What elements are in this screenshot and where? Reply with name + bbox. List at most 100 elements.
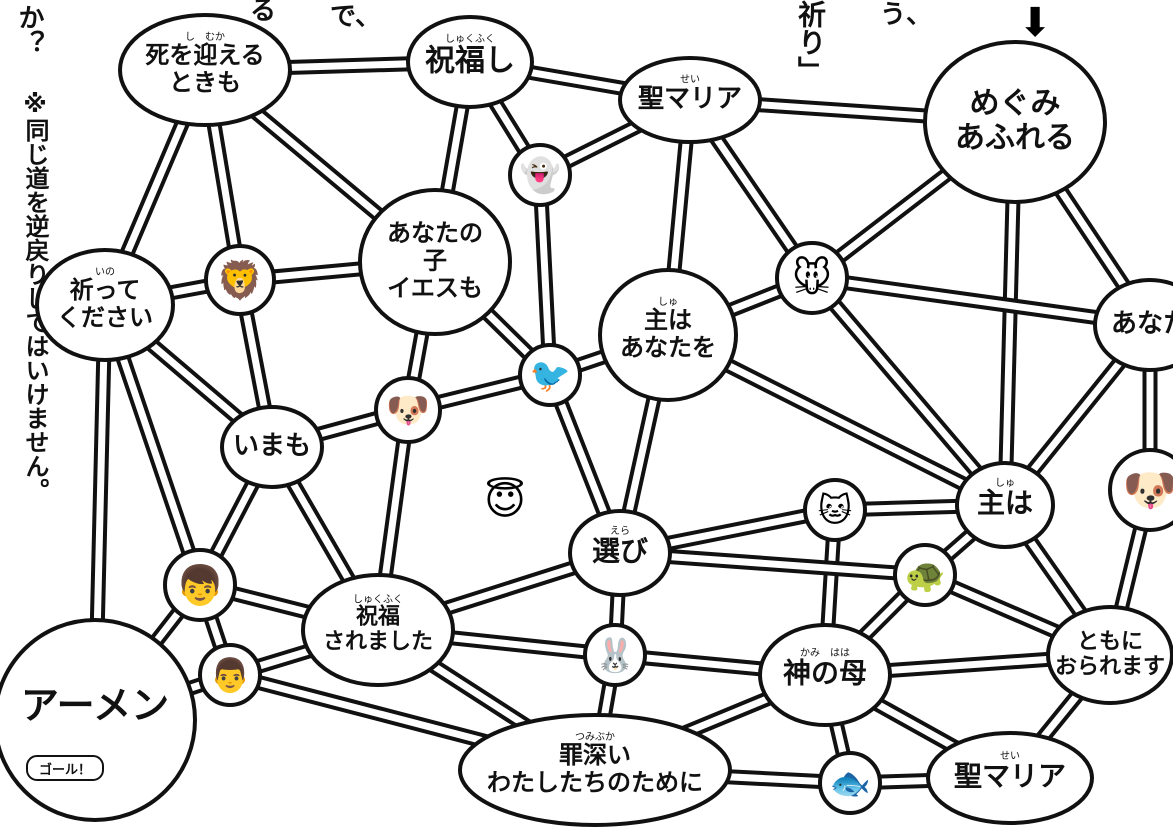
mouse-icon-glyph: 🐭 — [792, 255, 832, 301]
prayer-fragment: 祈り」 — [794, 0, 827, 84]
cat-icon-bubble — [803, 478, 867, 542]
cat-icon-glyph: 🐱 — [818, 490, 852, 529]
node-label: めぐみ — [970, 86, 1061, 121]
node-label: 死を迎える — [145, 41, 264, 69]
node-bubble — [618, 56, 762, 144]
fish-icon[interactable]: 🐟 — [818, 751, 882, 815]
node-label: 祈って — [70, 276, 141, 304]
lion-icon[interactable]: 🦁 — [204, 244, 276, 316]
top-fragment-b: で、 — [330, 2, 381, 32]
goal-badge-label: ゴール！ — [39, 762, 91, 778]
maze-nodes: し むか死を迎えるときもしゅくふく祝福しせい聖マリアめぐみあふれるあなたの子イエ… — [0, 13, 1173, 827]
node-bubble — [758, 623, 892, 727]
node-label: されました — [323, 630, 433, 655]
top-left-fragment: か？ — [14, 4, 44, 56]
node-label: ときも — [169, 68, 241, 96]
boy-icon[interactable]: 👦 — [163, 548, 237, 622]
man-icon-glyph: 👨 — [209, 655, 250, 694]
node-label: わたしたちのために — [487, 768, 703, 796]
bird-icon-glyph: 🐦 — [529, 355, 570, 394]
node-label: 聖マリア — [638, 84, 742, 114]
node-label: あふれる — [955, 121, 1075, 156]
mouse-icon[interactable]: 🐭 — [775, 241, 849, 315]
man-icon[interactable]: 👨 — [198, 643, 262, 707]
node-label: 選び — [592, 535, 648, 568]
node-ima-mo[interactable]: いまも — [220, 405, 324, 489]
turtle-icon[interactable]: 🐢 — [893, 543, 957, 607]
cat-icon[interactable]: 🐱 — [803, 478, 867, 542]
node-label: おられます — [1055, 655, 1165, 680]
maze-icons: 👻🦁🐶🐦😇🐭🐱🐢👦👨🐰🐟🐶⬇ — [163, 0, 1173, 815]
node-label: 主は — [644, 306, 692, 334]
node-bubble — [568, 509, 672, 597]
dog-right-icon-bubble — [1108, 448, 1173, 532]
node-ruby: せい — [680, 73, 700, 85]
node-bubble — [358, 188, 512, 336]
mouse-icon-bubble — [775, 241, 849, 315]
node-label: いまも — [233, 431, 311, 461]
turtle-icon-glyph: 🐢 — [904, 555, 945, 594]
node-bubble — [1093, 278, 1173, 372]
dog-icon[interactable]: 🐶 — [374, 376, 442, 444]
turtle-icon-bubble — [893, 543, 957, 607]
arrow-down-icon-glyph: ⬇ — [1018, 0, 1052, 46]
node-ruby: し むか — [185, 31, 225, 43]
node-bubble — [406, 15, 534, 109]
node-ruby: いの — [95, 267, 115, 278]
maze-path-mouse-icon-anata-right — [808, 274, 1154, 329]
right-fragment: う、 — [880, 0, 933, 30]
node-ruby: せい — [1000, 750, 1020, 762]
maze-path-ghost-icon-bird-icon — [536, 171, 554, 379]
goal-badge — [26, 755, 104, 781]
rabbit-icon[interactable]: 🐰 — [583, 623, 647, 687]
fish-icon-bubble — [818, 751, 882, 815]
node-label: イエスも — [387, 274, 483, 302]
dog-right-icon-glyph: 🐶 — [1123, 465, 1173, 516]
boy-icon-glyph: 👦 — [176, 563, 224, 608]
node-ruby: しゅくふく — [353, 594, 403, 606]
ghost-icon-bubble — [508, 143, 572, 207]
bird-icon[interactable]: 🐦 — [518, 343, 582, 407]
maze-path-mouse-icon-shu-wa-right — [808, 274, 1009, 509]
ghost-icon-glyph: 👻 — [519, 155, 560, 195]
node-ruby: えら — [610, 525, 630, 537]
node-label: あなたを — [620, 333, 716, 361]
node-anata-right[interactable]: あなた — [1093, 278, 1173, 372]
arrow-down-icon: ⬇ — [1018, 0, 1052, 46]
node-label: ともに — [1077, 629, 1143, 654]
man-icon-bubble — [198, 643, 262, 707]
node-label: あなたの — [387, 219, 483, 247]
node-ruby: かみ はは — [800, 647, 850, 659]
top-fragment-a: る — [250, 0, 277, 26]
lion-icon-glyph: 🦁 — [217, 258, 264, 302]
node-ruby: しゅ — [995, 477, 1015, 489]
node-bubble — [220, 405, 324, 489]
fish-icon-glyph: 🐟 — [829, 763, 870, 802]
node-label: 祝福 — [356, 604, 400, 629]
node-label: 聖マリア — [954, 760, 1066, 793]
node-bubble — [923, 40, 1107, 204]
ghost-icon[interactable]: 👻 — [508, 143, 572, 207]
node-bubble — [955, 461, 1055, 549]
dog-right-icon[interactable]: 🐶 — [1108, 448, 1173, 532]
bird-icon-bubble — [518, 343, 582, 407]
boy-icon-bubble — [163, 548, 237, 622]
rabbit-icon-bubble — [583, 623, 647, 687]
node-label: 神の母 — [783, 657, 867, 690]
node-ruby: しゅくふく — [445, 33, 495, 45]
